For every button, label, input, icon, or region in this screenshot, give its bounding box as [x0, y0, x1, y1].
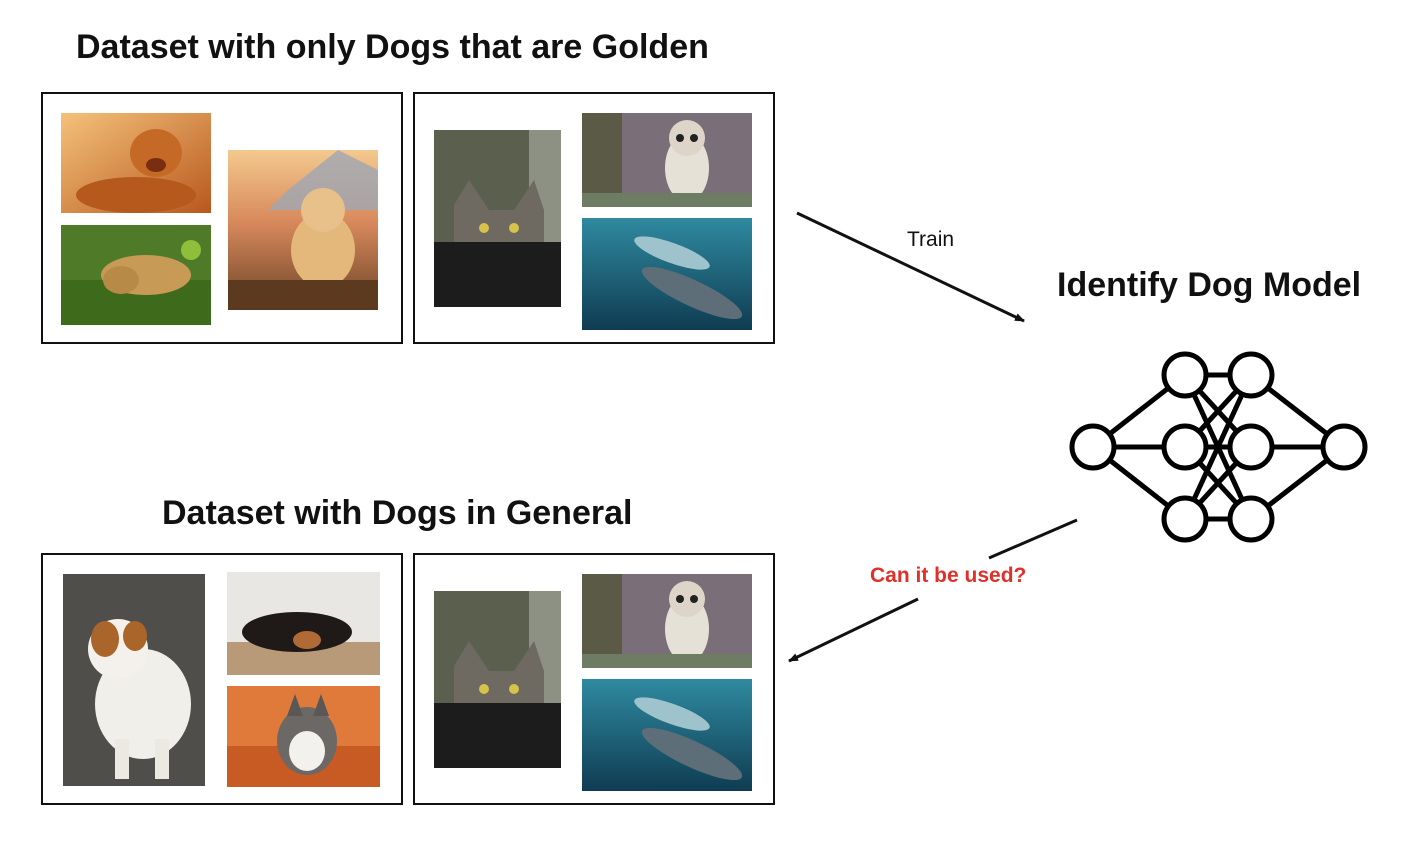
question-label: Can it be used?	[870, 564, 1027, 587]
jack-russell-terrier-photo	[63, 574, 205, 786]
husky-autumn-photo	[227, 686, 380, 787]
bottom-dataset-title: Dataset with Dogs in General	[162, 494, 633, 532]
cat-peeking-photo	[434, 130, 561, 307]
general-dogs-box	[41, 553, 403, 805]
hidden-node	[1161, 351, 1209, 399]
hidden-node	[1227, 351, 1275, 399]
train-arrow	[796, 211, 1025, 323]
dolphins-underwater-photo	[582, 679, 752, 791]
question-arrow	[788, 597, 919, 663]
input-node	[1069, 423, 1117, 471]
other-animals-box-bottom	[413, 553, 775, 805]
neural-network-icon	[1069, 351, 1368, 543]
hidden-node	[1161, 423, 1209, 471]
model-title: Identify Dog Model	[1057, 266, 1362, 304]
golden-dogs-box	[41, 92, 403, 344]
black-dog-lying-on-floor-photo	[227, 572, 380, 675]
cat-peeking-photo	[434, 591, 561, 768]
hidden-node	[1161, 495, 1209, 543]
golden-retriever-on-grass-photo	[61, 225, 211, 325]
hidden-node	[1227, 495, 1275, 543]
golden-retriever-lying-sunny-photo	[61, 113, 211, 213]
owl-photo	[582, 113, 752, 207]
hidden-node	[1227, 423, 1275, 471]
dolphins-underwater-photo	[582, 218, 752, 330]
other-animals-box-top	[413, 92, 775, 344]
question-arrow-segment-upper	[988, 518, 1078, 560]
output-node	[1320, 423, 1368, 471]
golden-puppy-sitting-mountains-photo	[228, 150, 378, 310]
top-dataset-title: Dataset with only Dogs that are Golden	[76, 28, 709, 66]
train-label: Train	[907, 228, 955, 251]
owl-photo	[582, 574, 752, 668]
